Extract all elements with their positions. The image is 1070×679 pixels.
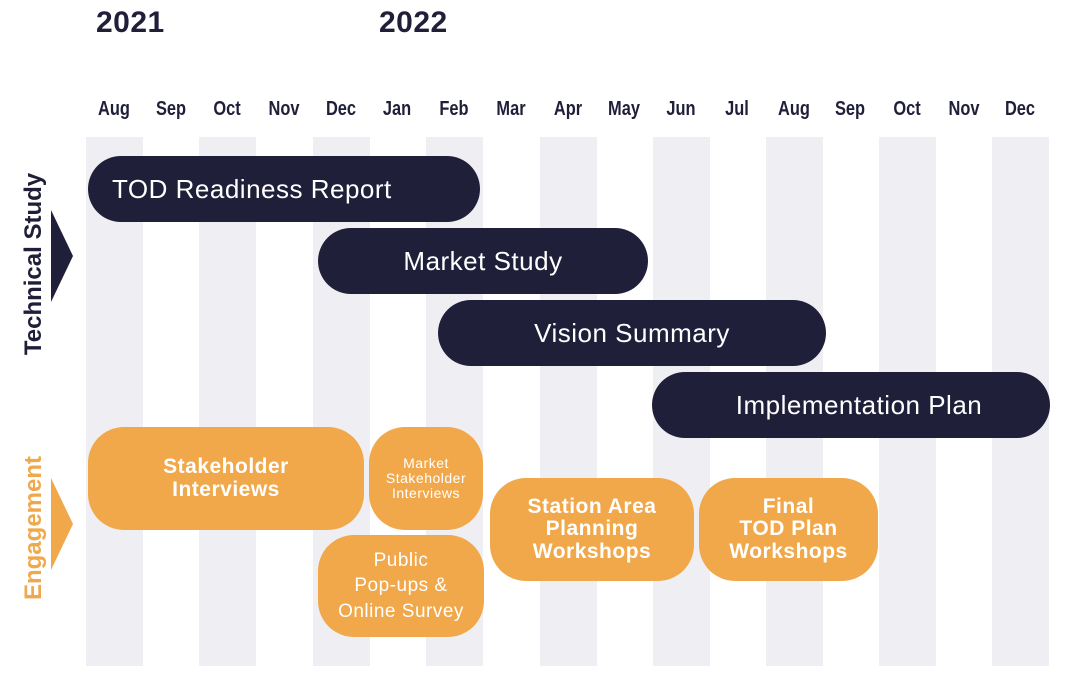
- month-label: Aug: [778, 98, 810, 120]
- month-label: Oct: [213, 98, 241, 120]
- bar-station-area-planning-workshops: Station Area Planning Workshops: [490, 478, 694, 581]
- bar-label: Stakeholder Interviews: [163, 455, 289, 501]
- month-label: Aug: [98, 98, 130, 120]
- month-label: Nov: [268, 98, 300, 120]
- row-label-engagement: Engagement: [20, 455, 47, 601]
- month-label: Apr: [553, 98, 583, 120]
- bar-implementation-plan: Implementation Plan: [652, 372, 1050, 438]
- bar-label: Vision Summary: [534, 317, 730, 348]
- month-stripe: [199, 137, 256, 666]
- year-label-2021: 2021: [96, 6, 165, 39]
- month-label: Sep: [834, 98, 866, 120]
- bar-label: Implementation Plan: [735, 389, 983, 420]
- bar-market-study: Market Study: [318, 228, 648, 294]
- bar-tod-readiness-report: TOD Readiness Report: [88, 156, 480, 222]
- bar-label: Market Study: [403, 245, 563, 276]
- bar-public-popups-survey: Public Pop-ups & Online Survey: [318, 535, 484, 637]
- month-label: May: [608, 98, 640, 120]
- month-label: Feb: [439, 98, 469, 120]
- month-stripe: [86, 137, 143, 666]
- bar-label: Public Pop-ups & Online Survey: [338, 549, 464, 622]
- bar-label: TOD Readiness Report: [112, 173, 392, 204]
- month-label: Jun: [666, 98, 696, 120]
- bar-stakeholder-interviews: Stakeholder Interviews: [88, 427, 364, 530]
- month-label: Jul: [725, 98, 749, 120]
- year-label-2022: 2022: [379, 6, 448, 39]
- engagement-arrow-icon: [51, 478, 73, 570]
- month-label: Dec: [325, 98, 357, 120]
- month-label: Dec: [1004, 98, 1036, 120]
- month-label: Jan: [382, 98, 412, 120]
- technical-arrow-icon: [51, 210, 73, 302]
- month-label: Mar: [496, 98, 526, 120]
- month-label: Sep: [155, 98, 187, 120]
- bar-label: Final TOD Plan Workshops: [729, 495, 848, 563]
- bar-vision-summary: Vision Summary: [438, 300, 826, 366]
- bar-label: Market Stakeholder Interviews: [385, 455, 467, 501]
- month-stripe: [540, 137, 597, 666]
- month-label: Nov: [948, 98, 980, 120]
- bar-label: Station Area Planning Workshops: [527, 495, 657, 563]
- bar-final-tod-plan-workshops: Final TOD Plan Workshops: [699, 478, 878, 581]
- row-label-technical-study: Technical Study: [20, 172, 47, 356]
- bar-market-stakeholder-interviews: Market Stakeholder Interviews: [369, 427, 483, 530]
- month-label: Oct: [893, 98, 921, 120]
